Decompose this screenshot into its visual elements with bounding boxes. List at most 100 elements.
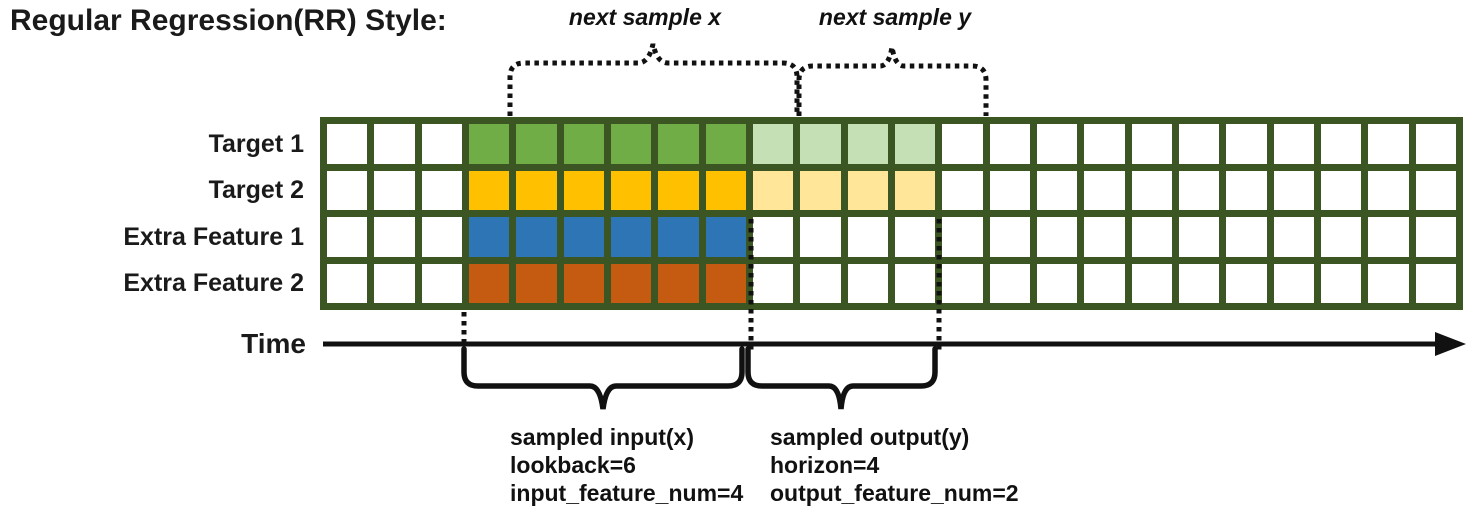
grid-cell — [1036, 217, 1078, 257]
grid-cell — [563, 170, 604, 210]
sampled-output-caption: sampled output(y) horizon=4 output_featu… — [770, 423, 1019, 507]
grid-cell — [610, 170, 652, 210]
next-sample-x-label: next sample x — [568, 4, 722, 30]
grid-cell — [942, 217, 983, 257]
sampled-output-brace — [745, 346, 938, 410]
row-label-extra-feature-2: Extra Feature 2 — [123, 269, 304, 297]
grid-cell — [1036, 263, 1078, 303]
grid-cell — [1131, 170, 1172, 210]
output-feature-num: output_feature_num=2 — [770, 480, 1019, 506]
grid-cell — [1226, 263, 1267, 303]
grid-cell — [421, 263, 462, 303]
grid-cell — [468, 124, 510, 164]
sampled-output-title: sampled output(y) — [770, 424, 970, 450]
grid-cell — [1368, 170, 1409, 210]
grid-cell — [1084, 217, 1125, 257]
grid-cell — [374, 124, 415, 164]
grid-cell — [847, 170, 888, 210]
horizon-value: horizon=4 — [770, 452, 880, 478]
grid-cell — [1320, 170, 1362, 210]
grid-cell — [752, 217, 794, 257]
grid-cell — [705, 263, 746, 303]
grid-cell — [752, 170, 794, 210]
grid-cell — [800, 170, 841, 210]
grid-cell — [1415, 170, 1456, 210]
grid-cell — [752, 124, 794, 164]
grid-cell — [989, 124, 1030, 164]
next-sample-y-label: next sample y — [818, 4, 972, 30]
grid-cell — [847, 263, 888, 303]
grid-cell — [1178, 263, 1220, 303]
grid-cell — [1368, 124, 1409, 164]
next-sample-x-brace — [507, 43, 800, 116]
grid-cell — [1368, 217, 1409, 257]
grid-cell — [327, 170, 368, 210]
lookback-value: lookback=6 — [510, 452, 636, 478]
grid-cell — [1131, 217, 1172, 257]
grid-cell — [1226, 124, 1267, 164]
grid-cell — [516, 217, 557, 257]
grid-cell — [752, 263, 794, 303]
grid-cell — [894, 217, 936, 257]
grid-cell — [468, 263, 510, 303]
grid-cell — [894, 170, 936, 210]
grid-cell — [942, 263, 983, 303]
grid-cell — [610, 217, 652, 257]
grid-cell — [421, 217, 462, 257]
grid-cell — [1084, 263, 1125, 303]
grid-cell — [374, 217, 415, 257]
time-axis-arrowhead — [1435, 332, 1466, 356]
grid-cell — [894, 263, 936, 303]
grid-cell — [563, 217, 604, 257]
row-label-target-2: Target 2 — [208, 176, 304, 204]
grid-cell — [1320, 217, 1362, 257]
grid-cell — [421, 124, 462, 164]
grid-cell — [1036, 124, 1078, 164]
grid-cell — [1084, 124, 1125, 164]
grid-cell — [847, 217, 888, 257]
grid-cell — [327, 217, 368, 257]
page-title: Regular Regression(RR) Style: — [10, 4, 447, 37]
grid-cell — [1036, 170, 1078, 210]
grid-cell — [1320, 124, 1362, 164]
grid-cell — [1415, 263, 1456, 303]
grid-cell — [989, 217, 1030, 257]
grid-cell — [847, 124, 888, 164]
grid-cell — [563, 263, 604, 303]
grid-cell — [658, 124, 699, 164]
grid-cell — [610, 124, 652, 164]
row-label-extra-feature-1: Extra Feature 1 — [123, 223, 304, 251]
grid-cell — [610, 263, 652, 303]
grid-cell — [468, 170, 510, 210]
grid-cell — [1415, 124, 1456, 164]
grid-cell — [516, 170, 557, 210]
grid-cell — [1273, 124, 1314, 164]
grid-cell — [942, 170, 983, 210]
time-axis-label: Time — [241, 328, 306, 359]
grid-cell — [1368, 263, 1409, 303]
row-labels: Target 1 Target 2 Extra Feature 1 Extra … — [0, 117, 312, 310]
grid-cell — [800, 217, 841, 257]
grid-cell — [705, 124, 746, 164]
grid-cell — [1226, 170, 1267, 210]
sampled-input-title: sampled input(x) — [510, 424, 695, 450]
grid-cell — [1273, 217, 1314, 257]
grid-cell — [800, 124, 841, 164]
grid-cell — [1178, 170, 1220, 210]
grid-cell — [1415, 217, 1456, 257]
grid — [320, 117, 1463, 310]
grid-cell — [327, 124, 368, 164]
grid-cell — [989, 170, 1030, 210]
grid-cell — [468, 217, 510, 257]
grid-cell — [894, 124, 936, 164]
grid-cell — [1178, 124, 1220, 164]
input-feature-num: input_feature_num=4 — [510, 480, 744, 506]
grid-cell — [1084, 170, 1125, 210]
grid-cell — [516, 124, 557, 164]
grid-cell — [1226, 217, 1267, 257]
grid-cell — [563, 124, 604, 164]
grid-cell — [516, 263, 557, 303]
grid-cell — [374, 170, 415, 210]
grid-cell — [327, 263, 368, 303]
